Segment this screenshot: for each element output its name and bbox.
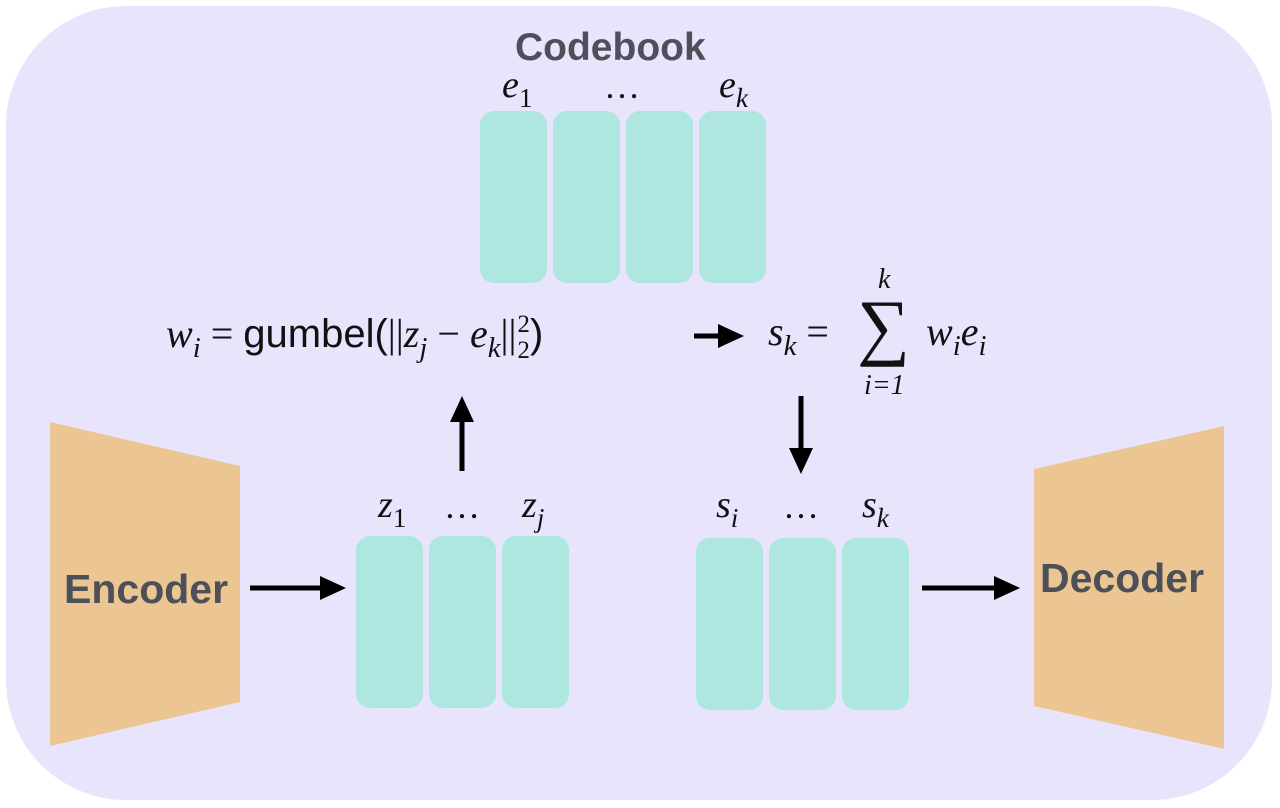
latent-cell <box>356 536 423 708</box>
codebook-cell <box>626 111 693 283</box>
sum-sigma: ∑ <box>857 286 910 368</box>
latent-ellipsis: … <box>444 486 480 526</box>
selected-label-first: si <box>716 484 739 533</box>
codebook-cell <box>699 111 766 283</box>
codebook-cell <box>553 111 620 283</box>
sum-lhs: sk = <box>768 309 829 363</box>
sum-rhs: wiei <box>926 309 987 363</box>
arrow-encoder-to-latents <box>250 576 346 600</box>
arrow-selected-to-decoder <box>922 576 1020 600</box>
sum-upper-limit: k <box>878 264 891 295</box>
selected-cell <box>696 538 763 710</box>
codebook-label-last: ek <box>719 64 749 113</box>
codebook-label-first: e1 <box>502 64 533 113</box>
selected-cell <box>842 538 909 710</box>
codebook-title: Codebook <box>515 26 706 69</box>
arrow-equation-to-sum <box>694 324 744 348</box>
selected-cell <box>769 538 836 710</box>
selected-ellipsis: … <box>783 486 819 526</box>
selected-label-last: sk <box>862 484 889 533</box>
decoder-label: Decoder <box>1040 555 1205 601</box>
sum-lower-limit: i=1 <box>864 370 905 401</box>
encoder-label: Encoder <box>64 566 229 612</box>
arrow-sum-to-selected <box>789 396 813 474</box>
latent-cell <box>429 536 496 708</box>
decoder-shape <box>1034 426 1224 749</box>
codebook-cell <box>480 111 547 283</box>
latent-cell <box>502 536 569 708</box>
latent-label-last: zj <box>522 484 545 533</box>
encoder-shape <box>50 422 240 746</box>
arrow-latents-to-equation <box>450 396 474 471</box>
latent-label-first: z1 <box>378 484 407 533</box>
codebook-ellipsis: … <box>604 66 640 106</box>
